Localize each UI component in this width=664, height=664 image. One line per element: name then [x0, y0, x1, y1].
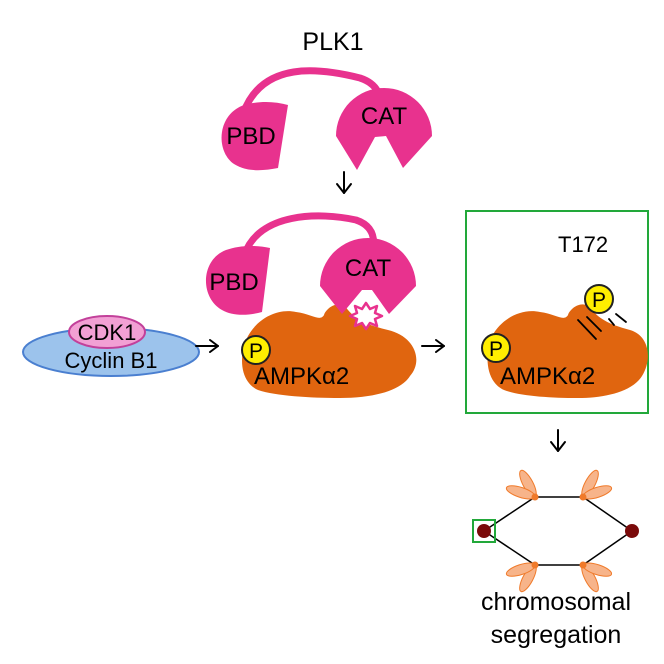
plk1-label: PLK1 — [302, 28, 363, 56]
ampk-middle-label: AMPKα2 — [254, 363, 349, 390]
kinetochores — [531, 493, 587, 569]
phospho-circle-right-ampk — [481, 333, 511, 363]
cdk1-ellipse — [68, 315, 146, 349]
pbd-domain — [221, 102, 288, 171]
phospho-circle-t172 — [584, 284, 614, 314]
mitotic-spindle-icon — [472, 469, 639, 593]
activated-ampk-box — [465, 210, 649, 414]
pbd-bound-label: PBD — [209, 269, 258, 296]
cdk1-cyclinb1-complex: CDK1 Cyclin B1 — [22, 315, 200, 377]
activated-ampk-panel: P AMPKα2 T172 P — [465, 210, 649, 414]
cdk1-label: CDK1 — [78, 320, 137, 345]
ampk-active-shape — [487, 304, 648, 398]
cyclin-b1-label: Cyclin B1 — [65, 348, 158, 373]
activation-burst-icon — [348, 301, 384, 331]
outcome-label-line1: chromosomal — [481, 588, 631, 616]
arrow-right-2 — [421, 339, 445, 353]
pbd-label: PBD — [226, 123, 275, 150]
phospho-label-t172: P — [592, 289, 606, 312]
phospho-label-right-ampk: P — [489, 338, 503, 361]
spindle-pole-left — [477, 524, 491, 538]
t172-label: T172 — [558, 232, 608, 257]
cat-domain — [336, 88, 432, 170]
plk1-free: PLK1 PBD CAT — [221, 28, 432, 171]
outcome-label-line2: segregation — [491, 621, 622, 649]
spindle-fibers — [483, 496, 633, 566]
plk1-ampk-complex: PBD CAT P AMPKα2 — [205, 212, 417, 398]
phospho-emphasis-lines — [577, 313, 627, 340]
phospho-label-middle: P — [249, 340, 263, 363]
ampk-active-label: AMPKα2 — [500, 363, 595, 390]
phospho-circle-middle — [241, 335, 271, 365]
cat-label: CAT — [361, 103, 408, 130]
arrow-right-1 — [195, 339, 219, 353]
spindle-pole-right — [625, 524, 639, 538]
arrow-down-1 — [336, 171, 352, 194]
spindle-pole-highlight-box — [472, 519, 496, 543]
chromosomes — [505, 469, 613, 593]
cat-bound-domain — [320, 238, 416, 314]
cat-bound-label: CAT — [345, 255, 392, 282]
pbd-bound-domain — [205, 245, 270, 315]
ampk-middle-shape — [242, 304, 417, 398]
arrow-down-2 — [550, 429, 566, 452]
